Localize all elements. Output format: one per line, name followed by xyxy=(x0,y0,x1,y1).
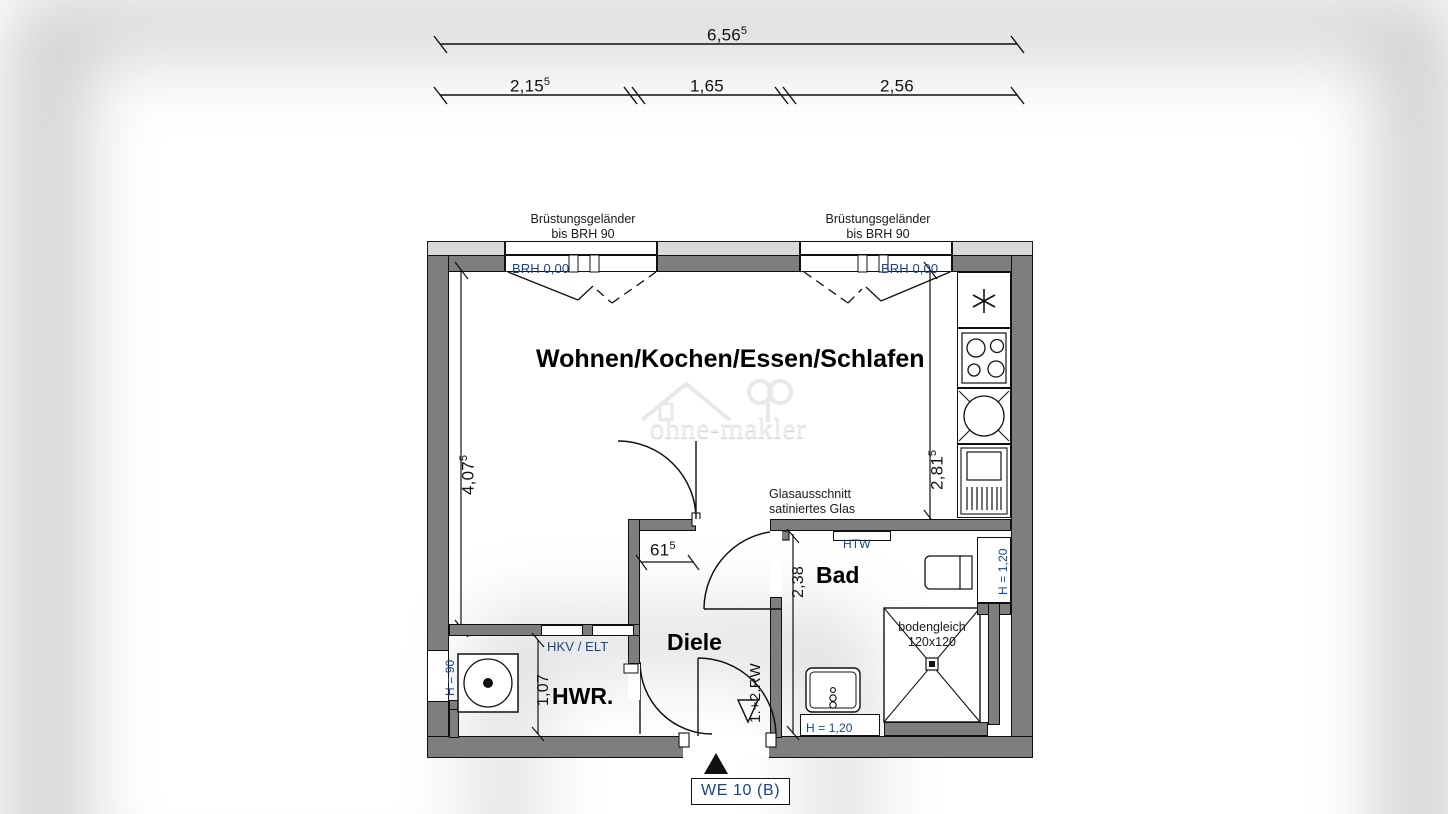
dimension-segment-2: 1,65 xyxy=(690,76,724,96)
htw-unit xyxy=(833,531,891,541)
watermark-text: ohne-makler xyxy=(649,412,807,445)
dimension-bath-depth: 2,38 xyxy=(790,566,807,598)
railing-note-right: Brüstungsgeländer bis BRH 90 xyxy=(825,212,931,241)
exterior-wall-bottom xyxy=(427,736,1033,758)
room-label-hwr: HWR. xyxy=(552,683,614,709)
kitchen-sink-unit xyxy=(957,388,1011,444)
hwr-niche-wall-bottom xyxy=(449,700,511,710)
dimension-segment-1: 2,155 xyxy=(510,76,551,96)
exterior-wall-top-center xyxy=(657,255,800,272)
railing-note-left: Brüstungsgeländer bis BRH 90 xyxy=(530,212,636,241)
shower-note: bodengleich 120x120 xyxy=(898,620,966,649)
bath-window-bottom-label: H = 1,20 xyxy=(806,721,853,735)
balcony-band-right xyxy=(952,241,1033,255)
dimension-hwr-width: 1,07 xyxy=(535,674,552,706)
window-opening-right xyxy=(800,255,952,272)
watermark-ohne-makler: ohne-makler xyxy=(614,376,842,452)
room-label-main: Wohnen/Kochen/Essen/Schlafen xyxy=(536,345,925,373)
washbasin-icon xyxy=(805,667,861,713)
hwr-window xyxy=(427,650,449,702)
dimension-kitchen-height: 2,815 xyxy=(927,449,947,490)
smoke-detector-label: 1.+2.RW xyxy=(747,663,764,723)
glass-cutout-note: Glasausschnitt satiniertes Glas xyxy=(769,487,856,516)
kitchen-fridge-unit xyxy=(957,272,1011,328)
dimension-hall-width: 615 xyxy=(650,540,676,560)
exterior-wall-right xyxy=(1011,255,1033,758)
kitchen-oven-unit xyxy=(957,444,1011,518)
room-label-diele: Diele xyxy=(667,629,722,655)
brh-label-right: BRH 0,00 xyxy=(881,261,939,276)
htw-label: HTW xyxy=(843,537,871,551)
railing-right xyxy=(800,241,952,255)
bath-window-right-label: H = 1,20 xyxy=(996,548,1010,596)
bath-wall-right-stub xyxy=(988,603,1000,725)
bath-window-right xyxy=(977,537,1011,603)
interior-wall-bath-top xyxy=(770,519,1011,531)
interior-wall-hall-left xyxy=(628,519,640,636)
entrance-arrow-icon xyxy=(704,753,728,774)
bath-sill-bottom xyxy=(884,722,988,736)
window-opening-left xyxy=(505,255,657,272)
dimension-left-height: 4,075 xyxy=(458,454,478,495)
interior-wall-bath-left xyxy=(770,597,782,738)
hkv-elt-label: HKV / ELT xyxy=(547,639,609,654)
kitchen-cooktop-unit xyxy=(957,328,1011,388)
balcony-band-left xyxy=(427,241,505,255)
toilet-icon xyxy=(924,555,973,590)
house-tree-logo-icon xyxy=(640,379,793,422)
hkv-elt-panel-left xyxy=(541,625,583,636)
hkv-elt-panel-right xyxy=(592,625,634,636)
railing-left xyxy=(505,241,657,255)
hwr-window-label: H = 90 xyxy=(443,659,457,696)
dimension-total-width: 6,565 xyxy=(707,25,748,45)
entrance-unit-label: WE 10 (B) xyxy=(691,778,791,805)
room-label-bad: Bad xyxy=(816,562,860,588)
bath-window-bottom xyxy=(800,714,880,736)
brh-label-left: BRH 0,00 xyxy=(512,261,570,276)
dimension-segment-3: 2,56 xyxy=(880,76,914,96)
